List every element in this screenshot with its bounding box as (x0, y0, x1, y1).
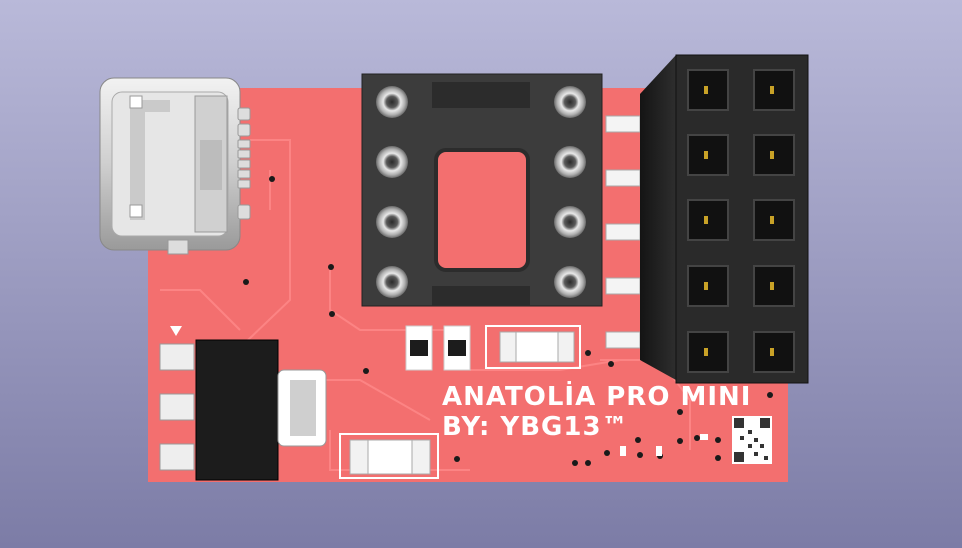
header-pin-stubs (605, 115, 641, 349)
usb-c-icon (99, 77, 251, 255)
resistor-icon (405, 325, 471, 371)
header-icon (640, 54, 809, 384)
capacitor-icon (339, 325, 581, 479)
board-title: ANATOLİA PRO MINI (442, 382, 752, 412)
ic-socket-icon (361, 73, 603, 307)
regulator-icon (159, 326, 327, 481)
board-author: BY: YBG13™ (442, 412, 629, 442)
qr-code-icon (732, 416, 772, 464)
smd-parts (620, 434, 708, 456)
